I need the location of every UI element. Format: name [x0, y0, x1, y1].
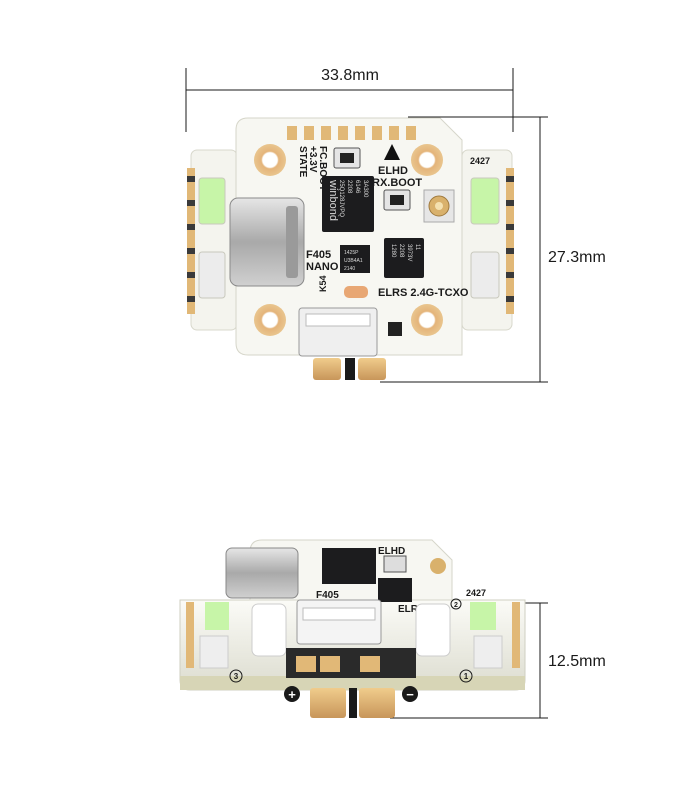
svg-text:1280: 1280: [390, 244, 396, 258]
rx-chip: 1280 2208 3973V 11: [384, 238, 424, 278]
height-dimension: 12.5mm: [390, 602, 606, 719]
silk-elhd: ELHD: [378, 165, 408, 177]
silk-3v3: +3.3V: [307, 146, 318, 173]
svg-text:3A300: 3A300: [362, 180, 368, 198]
svg-text:3: 3: [234, 672, 239, 681]
led-green-right: [470, 177, 500, 225]
led-white-right: [470, 251, 500, 299]
flash-chip: winbond 25Q128JVPQ 2208 6146 3A300: [322, 176, 374, 232]
svg-text:2427: 2427: [466, 588, 486, 598]
mcu-chip: 1425P U3B4A1 2140: [340, 245, 370, 273]
svg-text:25Q128JVPQ: 25Q128JVPQ: [338, 180, 344, 217]
power-pad-positive: [313, 358, 341, 380]
mounting-hole-br: [411, 304, 443, 336]
svg-text:winbond: winbond: [327, 179, 339, 221]
silk-elrs: ELRS 2.4G-TCXO: [378, 287, 469, 299]
height-dimension-label: 12.5mm: [548, 653, 606, 670]
svg-text:2140: 2140: [344, 266, 355, 272]
svg-text:1425P: 1425P: [344, 250, 359, 256]
side-usb-c-port: [225, 547, 299, 599]
svg-text:ELHD: ELHD: [378, 546, 405, 557]
top-solder-pads: [287, 126, 416, 140]
svg-text:F405: F405: [316, 590, 339, 601]
mounting-hole-tr: [411, 144, 443, 176]
length-dimension: 27.3mm: [380, 116, 606, 383]
svg-text:2: 2: [454, 602, 458, 609]
fc-perspective-view: ELHD F405 ELRS 2 2427 + − 3 1 2: [179, 539, 526, 718]
right-pin-header: [506, 168, 514, 314]
silk-state: STATE: [297, 146, 308, 178]
minus-marker: −: [406, 687, 414, 702]
side-power-pad-positive: [310, 688, 346, 718]
svg-text:2208: 2208: [346, 180, 352, 194]
svg-text:11: 11: [414, 244, 420, 251]
silk-fc-boot: FC.BOOT: [317, 146, 328, 191]
length-dimension-label: 27.3mm: [548, 249, 606, 266]
svg-text:2208: 2208: [398, 244, 404, 258]
svg-text:3973V: 3973V: [406, 244, 412, 261]
silk-rx-boot: RX.BOOT: [372, 177, 422, 189]
silk-nano: NANO: [306, 261, 339, 273]
width-dimension: 33.8mm: [185, 67, 514, 132]
side-power-pad-negative: [359, 688, 395, 718]
mounting-hole-tl: [254, 144, 286, 176]
led-white-left: [198, 251, 226, 299]
mounting-hole-bl: [254, 304, 286, 336]
svg-text:1: 1: [464, 672, 469, 681]
plus-marker: +: [288, 687, 296, 702]
left-pin-header: [187, 168, 195, 314]
silk-corner-code: 2427: [470, 156, 490, 166]
usb-c-port: [229, 197, 305, 287]
svg-text:U3B4A1: U3B4A1: [344, 258, 363, 264]
width-dimension-label: 33.8mm: [321, 67, 379, 84]
svg-text:6146: 6146: [354, 180, 360, 194]
crystal: [344, 286, 368, 298]
fc-top-view: FC.BOOT +3.3V STATE ELHD RX.BOOT winbond…: [187, 117, 514, 380]
power-pad-negative: [358, 358, 386, 380]
silk-f405: F405: [306, 249, 331, 261]
elhd-arrow-icon: [384, 144, 400, 160]
silk-k54: K54: [318, 275, 328, 292]
led-green-left: [198, 177, 226, 225]
